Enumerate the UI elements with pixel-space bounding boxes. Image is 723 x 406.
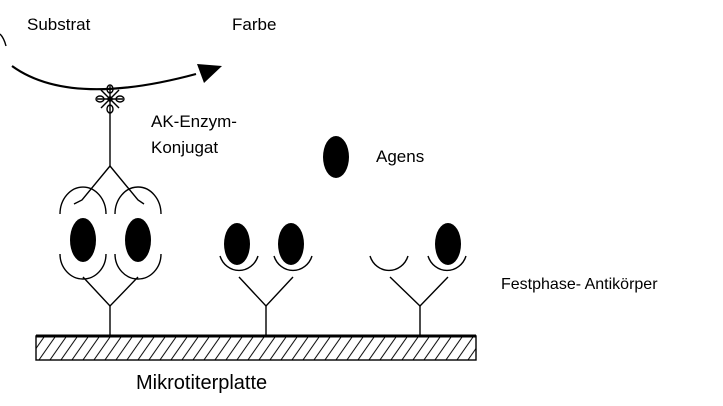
label-agent: Agens [376, 147, 424, 167]
antibody-partial [370, 223, 466, 336]
agent-ellipse-icon [323, 136, 349, 178]
arrow-head-icon [197, 64, 222, 83]
microtiter-plate [36, 336, 476, 360]
edge-fragment [0, 34, 6, 46]
agent-ellipse-icon [224, 223, 250, 265]
sandwich-complex [60, 187, 161, 336]
enzyme-conjugate [74, 85, 144, 204]
label-conjugate-line2: Konjugat [151, 138, 218, 158]
label-microtiter-plate: Mikrotiterplatte [136, 372, 267, 395]
antibody-with-agents [220, 223, 312, 336]
agent-ellipse-icon [435, 223, 461, 265]
label-conjugate-line1: AK-Enzym- [151, 112, 237, 132]
label-color: Farbe [232, 15, 276, 35]
curved-arrow-icon [12, 66, 196, 89]
label-solid-phase-antibody: Festphase- Antikörper [501, 276, 658, 294]
label-substrate: Substrat [27, 15, 90, 35]
reaction-arrow [12, 64, 222, 89]
agent-ellipse-icon [70, 218, 96, 262]
agent-ellipse-icon [278, 223, 304, 265]
agent-ellipse-icon [125, 218, 151, 262]
